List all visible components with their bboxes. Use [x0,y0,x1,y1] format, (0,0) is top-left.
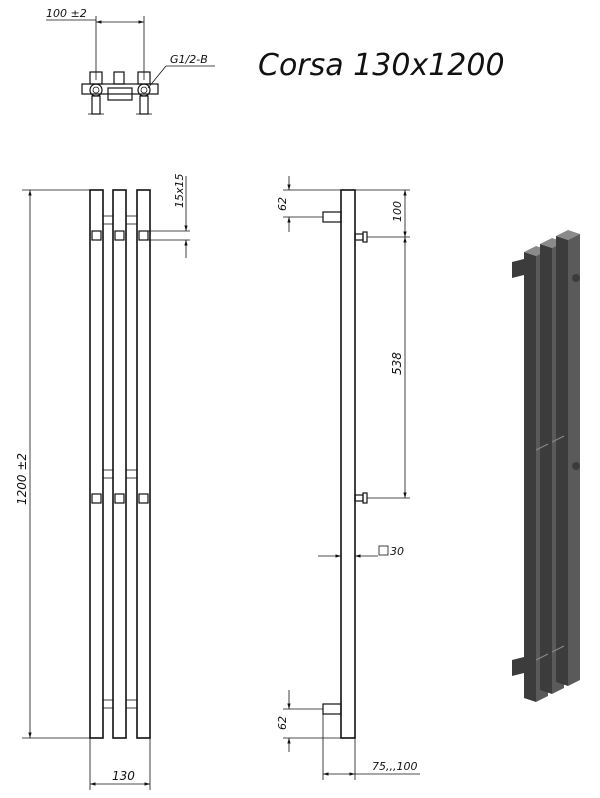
bottom-offset-label: 62 [276,716,289,730]
valve-spacing-label: 100 ±2 [46,7,87,20]
top-offset-label: 62 [276,197,289,211]
width-label: 130 [112,769,135,783]
valve-detail: 100 ±2 G1/2-B [46,7,215,115]
profile-label: 30 [390,545,404,558]
square-profile-icon [378,545,389,556]
bracket-size-label: 15x15 [173,173,186,208]
product-title: Corsa 130x1200 [258,48,505,83]
depth-label: 75,,,100 [372,760,417,773]
side-view: 62 62 100 538 30 75,,,100 [276,176,420,780]
product-render [512,230,580,702]
thread-label: G1/2-B [170,53,208,66]
top-gap-label: 100 [391,201,404,222]
height-label: 1200 ±2 [15,453,29,505]
hook-spacing-label: 538 [390,352,404,375]
front-view: 15x15 1200 ±2 130 [15,173,190,790]
